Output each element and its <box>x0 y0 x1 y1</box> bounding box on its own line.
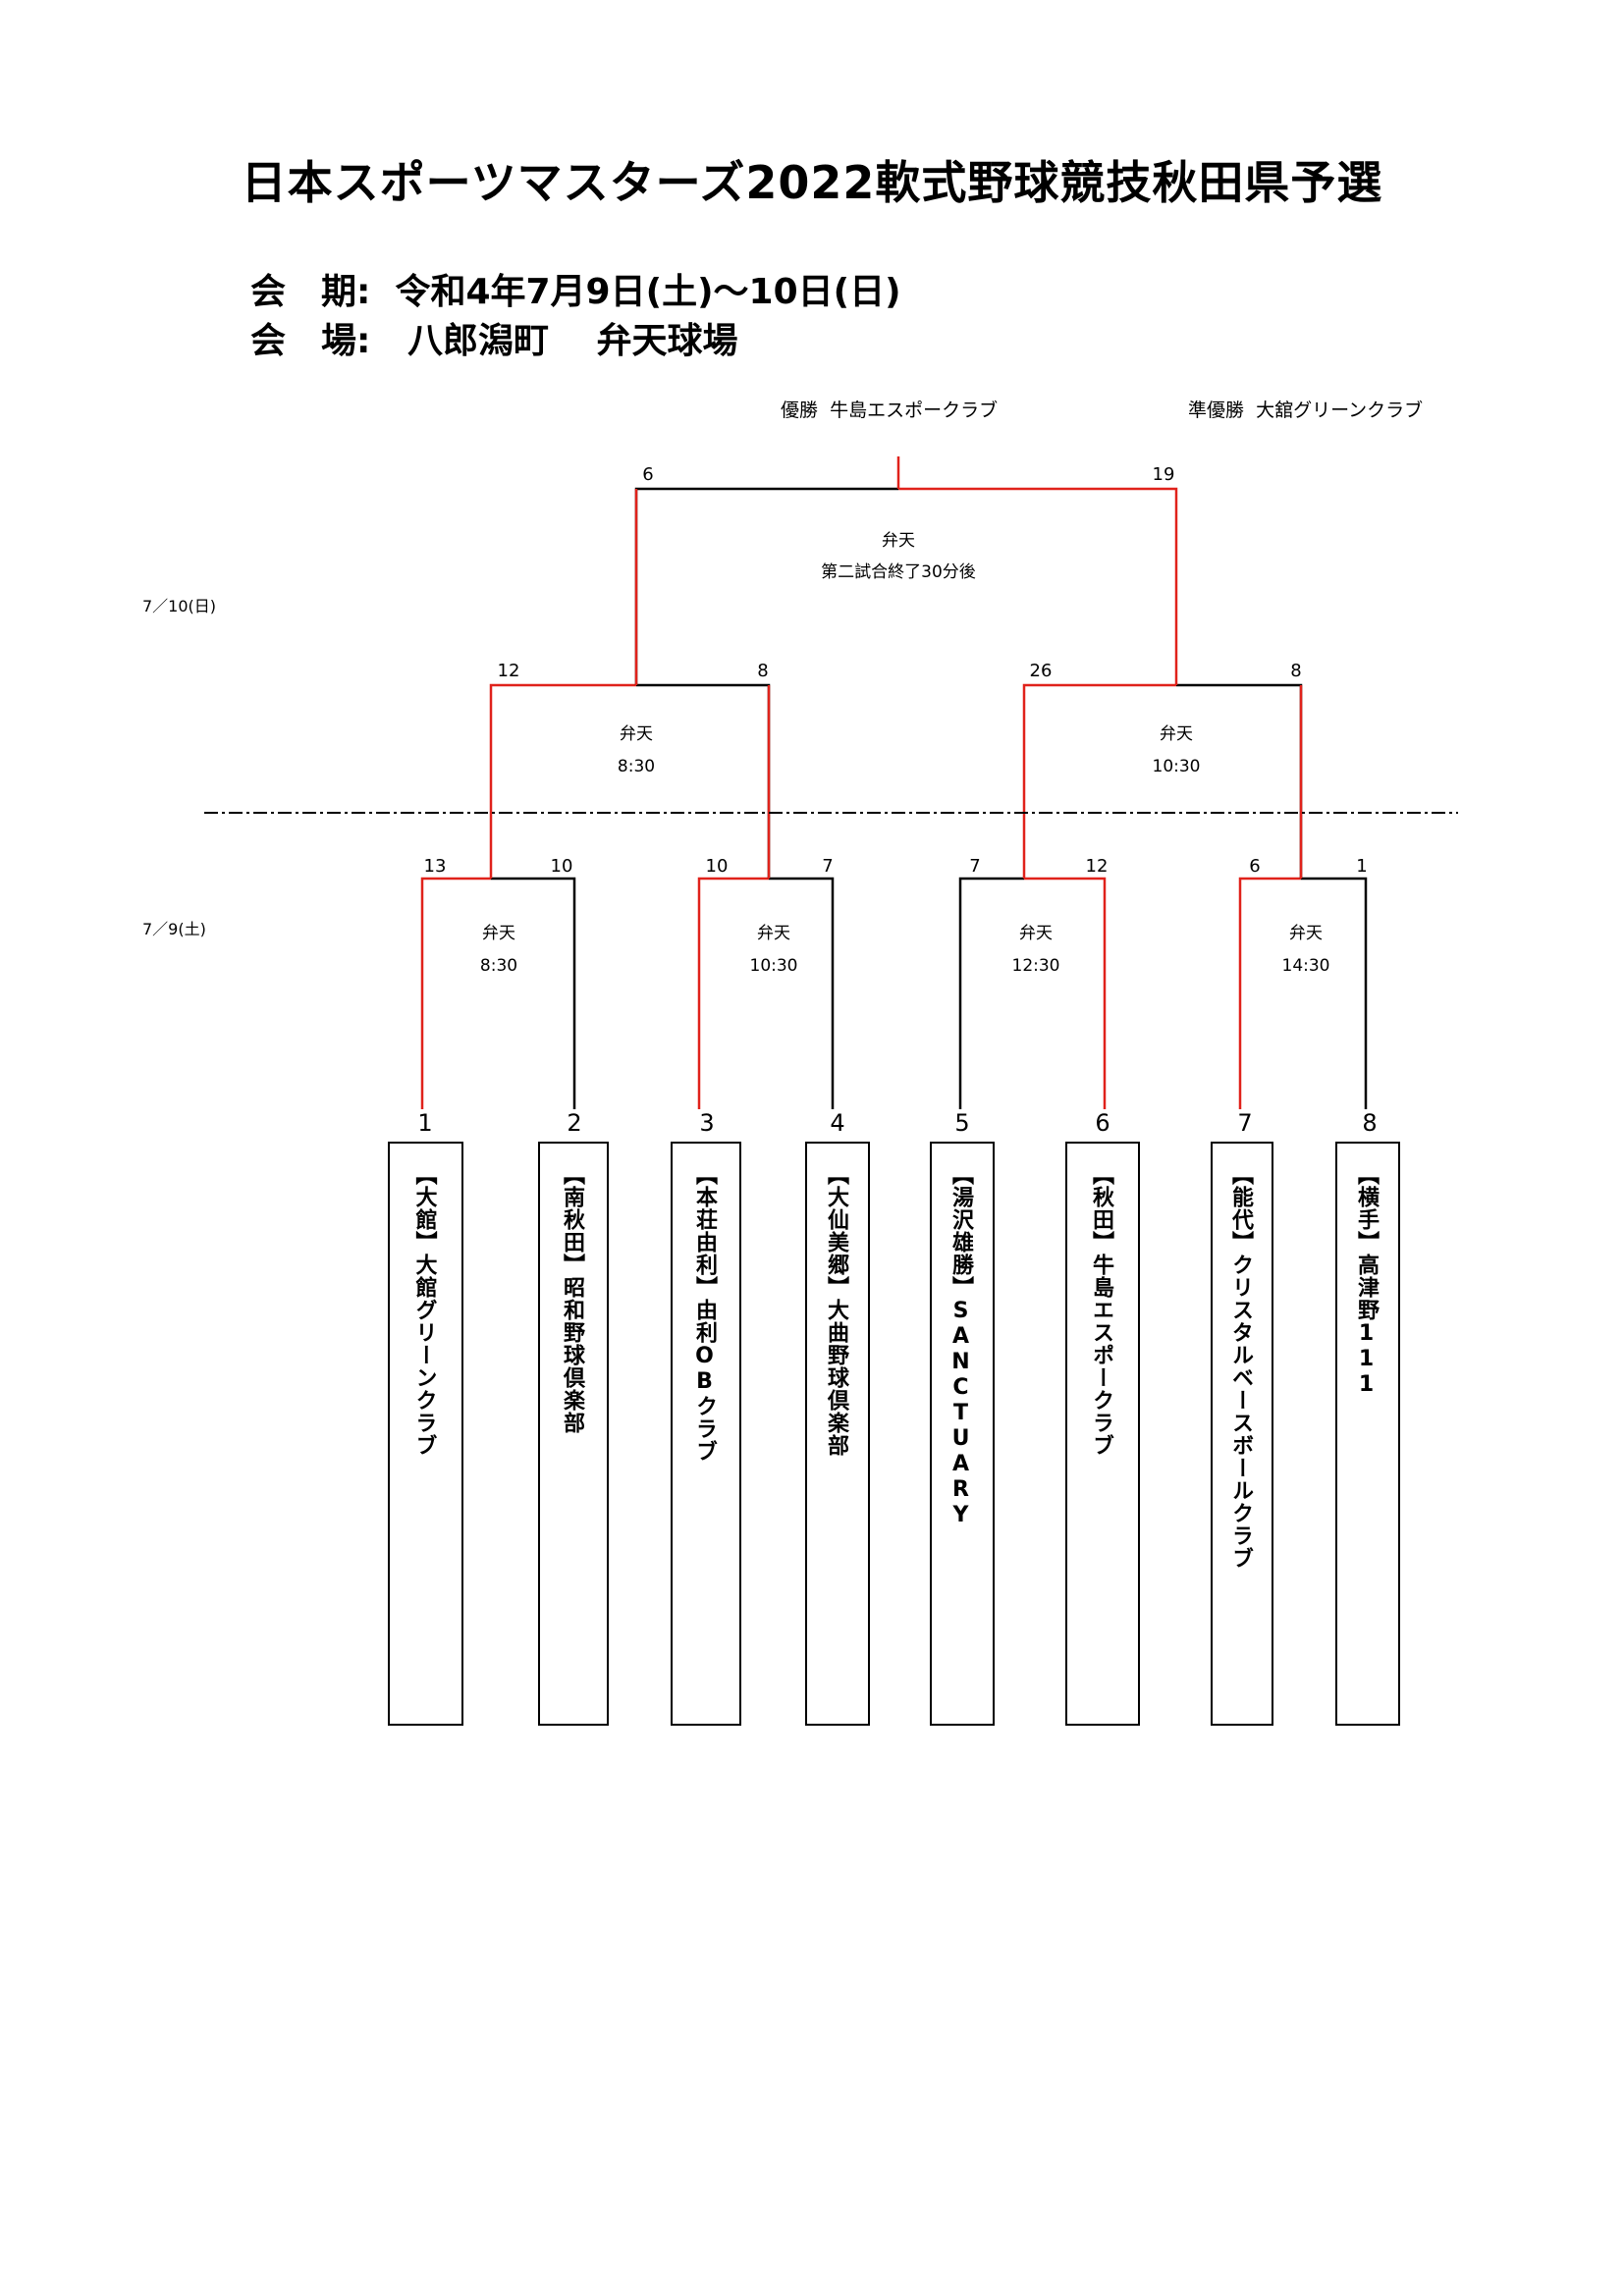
r1m2-score-right: 7 <box>822 856 834 877</box>
seed-6: 6 <box>1095 1109 1110 1137</box>
r1m2-time: 10:30 <box>749 956 798 976</box>
r1m4-score-left: 6 <box>1249 856 1261 877</box>
team-name: 【大仙美郷】大曲野球倶楽部 <box>824 1163 848 1457</box>
semi1-time: 8:30 <box>617 757 656 776</box>
match-r1-4 <box>1238 877 1368 1109</box>
team-name: 【本荘由利】由利OBクラブ <box>692 1163 717 1463</box>
r1m3-score-left: 7 <box>969 856 981 877</box>
r1m4-score-right: 1 <box>1356 856 1368 877</box>
semi2-score-left: 26 <box>1029 661 1053 681</box>
seed-5: 5 <box>954 1109 970 1137</box>
team-box-3: 【本荘由利】由利OBクラブ <box>671 1142 741 1726</box>
team-name: 【能代】クリスタルベースボールクラブ <box>1228 1163 1253 1570</box>
runner-up-label: 準優勝 大舘グリーンクラブ <box>1188 400 1424 421</box>
day2-label: 7／10(日) <box>142 597 217 615</box>
match-r1-1 <box>420 877 576 1109</box>
match-semi-2 <box>1022 683 1303 879</box>
team-box-7: 【能代】クリスタルベースボールクラブ <box>1211 1142 1273 1726</box>
team-box-6: 【秋田】牛島エスポークラブ <box>1065 1142 1140 1726</box>
team-name: 【南秋田】昭和野球倶楽部 <box>560 1163 584 1434</box>
semi1-score-right: 8 <box>757 661 769 681</box>
event-period: 会 期: 令和4年7月9日(土)～10日(日) <box>250 272 901 312</box>
r1m1-venue: 弁天 <box>482 924 515 943</box>
r1m1-score-right: 10 <box>550 856 573 877</box>
r1m2-score-left: 10 <box>705 856 729 877</box>
team-box-8: 【横手】高津野111 <box>1335 1142 1400 1726</box>
match-r1-3 <box>958 877 1107 1109</box>
r1m3-score-right: 12 <box>1085 856 1109 877</box>
day1-label: 7／9(土) <box>142 920 206 938</box>
page-title: 日本スポーツマスターズ2022軟式野球競技秋田県予選 <box>241 156 1383 209</box>
semi2-score-right: 8 <box>1290 661 1302 681</box>
team-box-1: 【大館】大館グリーンクラブ <box>388 1142 463 1726</box>
winner-label: 優勝 牛島エスポークラブ <box>781 400 999 421</box>
team-box-2: 【南秋田】昭和野球倶楽部 <box>538 1142 609 1726</box>
match-semi-1 <box>489 683 771 879</box>
r1m1-score-left: 13 <box>423 856 447 877</box>
seed-8: 8 <box>1362 1109 1378 1137</box>
semi1-score-left: 12 <box>497 661 520 681</box>
team-name: 【横手】高津野111 <box>1354 1163 1379 1398</box>
semi2-venue: 弁天 <box>1160 724 1193 744</box>
final-time: 第二試合終了30分後 <box>821 562 976 582</box>
team-name: 【湯沢雄勝】SANCTUARY <box>948 1163 973 1528</box>
final-score-right: 19 <box>1152 464 1175 485</box>
match-final <box>634 456 1178 685</box>
event-venue: 会 場: 八郎潟町 弁天球場 <box>250 321 738 361</box>
r1m4-time: 14:30 <box>1281 956 1330 976</box>
seed-2: 2 <box>567 1109 582 1137</box>
seed-3: 3 <box>699 1109 715 1137</box>
r1m1-time: 8:30 <box>479 956 518 976</box>
team-name: 【秋田】牛島エスポークラブ <box>1089 1163 1113 1457</box>
seed-4: 4 <box>830 1109 845 1137</box>
seed-1: 1 <box>417 1109 433 1137</box>
match-r1-2 <box>697 877 835 1109</box>
r1m3-time: 12:30 <box>1011 956 1060 976</box>
team-box-4: 【大仙美郷】大曲野球倶楽部 <box>805 1142 870 1726</box>
team-box-5: 【湯沢雄勝】SANCTUARY <box>930 1142 995 1726</box>
r1m3-venue: 弁天 <box>1019 924 1053 943</box>
team-name: 【大館】大館グリーンクラブ <box>411 1163 437 1457</box>
final-score-left: 6 <box>642 464 654 485</box>
r1m2-venue: 弁天 <box>757 924 790 943</box>
final-venue: 弁天 <box>882 531 915 551</box>
seed-7: 7 <box>1237 1109 1253 1137</box>
semi2-time: 10:30 <box>1152 757 1201 776</box>
semi1-venue: 弁天 <box>620 724 653 744</box>
r1m4-venue: 弁天 <box>1289 924 1323 943</box>
